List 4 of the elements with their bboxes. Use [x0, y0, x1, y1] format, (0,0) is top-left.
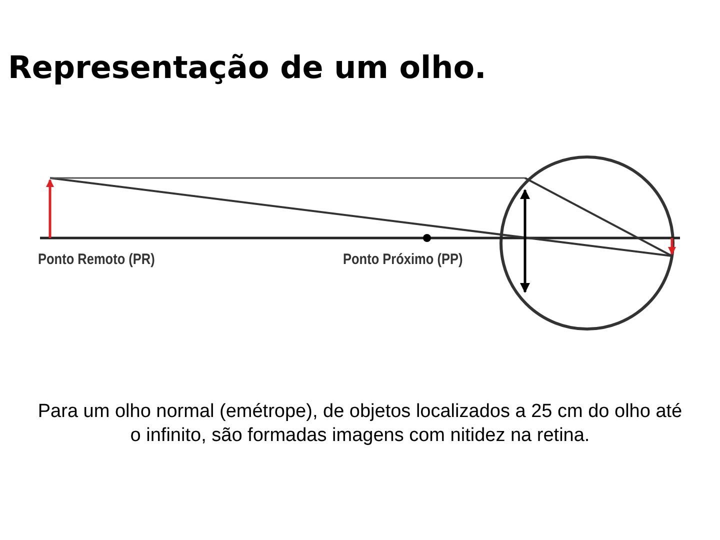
- point-label: Ponto Próximo (PP): [343, 251, 463, 268]
- title: Representação de um olho.: [8, 50, 486, 86]
- point-label: Ponto Remoto (PR): [38, 251, 155, 268]
- caption: Para um olho normal (emétrope), de objetos localizados a 25 cm do olho até o infinito, são formadas imagens com nitidez na retina.: [36, 400, 684, 448]
